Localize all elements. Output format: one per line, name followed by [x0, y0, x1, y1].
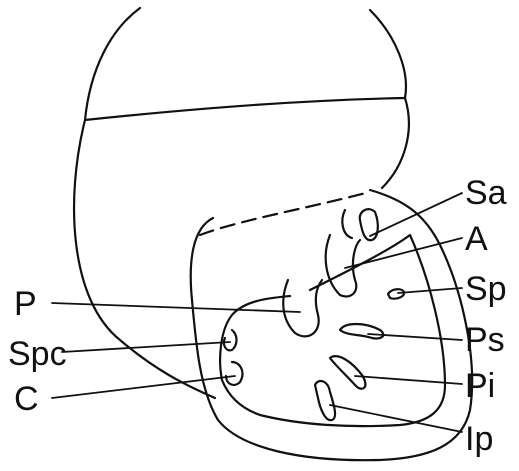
structure-sa-fold	[342, 210, 352, 238]
body-left-outline	[74, 120, 215, 398]
structure-ps	[340, 324, 383, 339]
leader-spc	[62, 342, 230, 352]
label-a: A	[465, 220, 488, 258]
cavity-inner-wall	[222, 235, 445, 426]
label-sa: Sa	[465, 174, 507, 212]
label-p: P	[14, 285, 37, 323]
label-ip: Ip	[465, 420, 493, 458]
structure-p	[283, 280, 322, 336]
dome-band	[85, 98, 405, 120]
label-ps: Ps	[465, 321, 505, 359]
label-sp: Sp	[465, 270, 507, 308]
leader-sa	[370, 193, 462, 236]
structure-spc	[224, 330, 237, 350]
structure-sp	[388, 289, 404, 298]
dome-outline	[85, 8, 406, 120]
structure-pi	[330, 356, 365, 389]
structure-c	[226, 362, 242, 385]
label-spc: Spc	[8, 335, 67, 373]
label-c: C	[14, 380, 39, 418]
leader-ip	[330, 405, 462, 432]
leader-p	[52, 303, 300, 312]
structure-ip	[315, 381, 335, 420]
body-right-outline	[382, 98, 409, 188]
structure-sa	[360, 209, 378, 240]
label-pi: Pi	[465, 367, 495, 405]
